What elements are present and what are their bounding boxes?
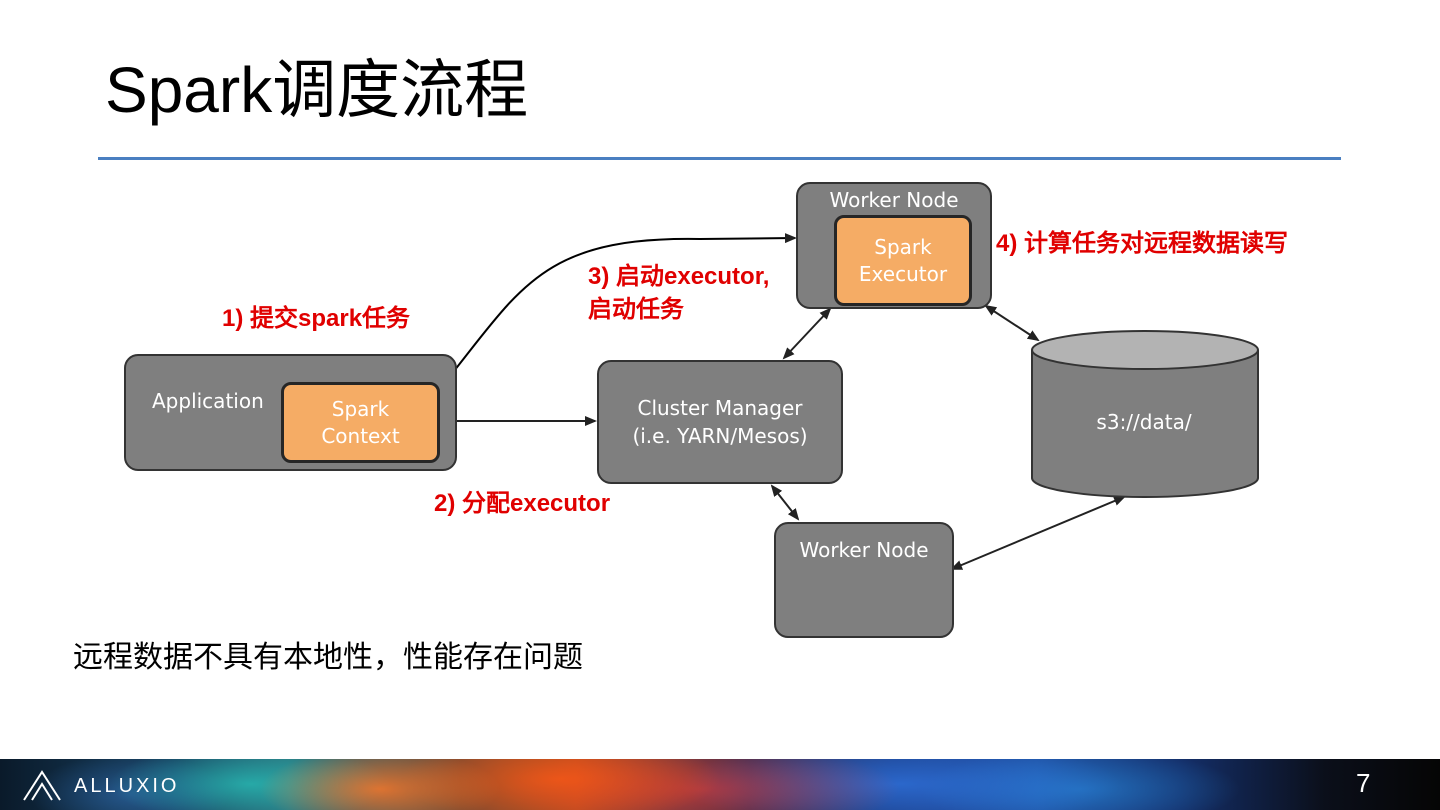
arrow-worker-bottom-storage <box>950 496 1126 570</box>
note-step3-line2: 启动任务 <box>588 295 684 323</box>
spark-context-line1: Spark <box>331 396 390 421</box>
note-step3-line1: 3) 启动executor, <box>588 263 770 290</box>
spark-context-line2: Context <box>321 423 400 448</box>
title-divider <box>98 157 1341 160</box>
worker-node-bottom: Worker Node <box>774 522 954 638</box>
spark-executor-box: Spark Executor <box>834 215 972 306</box>
storage-label: s3://data/ <box>1096 410 1192 434</box>
slide-title: Spark调度流程 <box>105 54 529 126</box>
spark-context-box: Spark Context <box>281 382 440 463</box>
cluster-manager-line1: Cluster Manager <box>637 396 803 420</box>
diagram-connectors <box>440 233 1259 570</box>
alluxio-logo: ALLUXIO <box>22 770 179 802</box>
alluxio-logo-icon <box>23 770 61 801</box>
spark-executor-line1: Spark <box>874 234 932 259</box>
arrow-submit-to-executor <box>440 233 797 388</box>
note-step4: 4) 计算任务对远程数据读写 <box>996 230 1289 257</box>
worker-node-top-label: Worker Node <box>829 188 959 212</box>
page-number: 7 <box>1356 768 1371 798</box>
remote-data-note: 远程数据不具有本地性，性能存在问题 <box>73 640 583 675</box>
alluxio-logo-text: ALLUXIO <box>74 774 180 797</box>
note-step1: 1) 提交spark任务 <box>222 305 411 332</box>
arrow-worker-top-storage <box>984 304 1040 342</box>
footer-banner <box>0 759 1440 810</box>
note-step2: 2) 分配executor <box>434 490 611 517</box>
spark-executor-line2: Executor <box>858 261 948 286</box>
cluster-manager-line2: (i.e. YARN/Mesos) <box>632 424 808 448</box>
arrow-cluster-worker-top <box>782 307 832 360</box>
note-step3: 3) 启动executor, 启动任务 <box>588 260 769 328</box>
application-node: Application Spark Context <box>124 354 457 471</box>
storage-cylinder <box>1031 330 1259 498</box>
worker-node-bottom-label: Worker Node <box>799 538 929 562</box>
worker-node-top: Worker Node Spark Executor <box>796 182 992 309</box>
cluster-manager-node: Cluster Manager (i.e. YARN/Mesos) <box>597 360 843 484</box>
arrow-cluster-worker-bottom <box>770 484 800 521</box>
application-label: Application <box>152 389 264 413</box>
